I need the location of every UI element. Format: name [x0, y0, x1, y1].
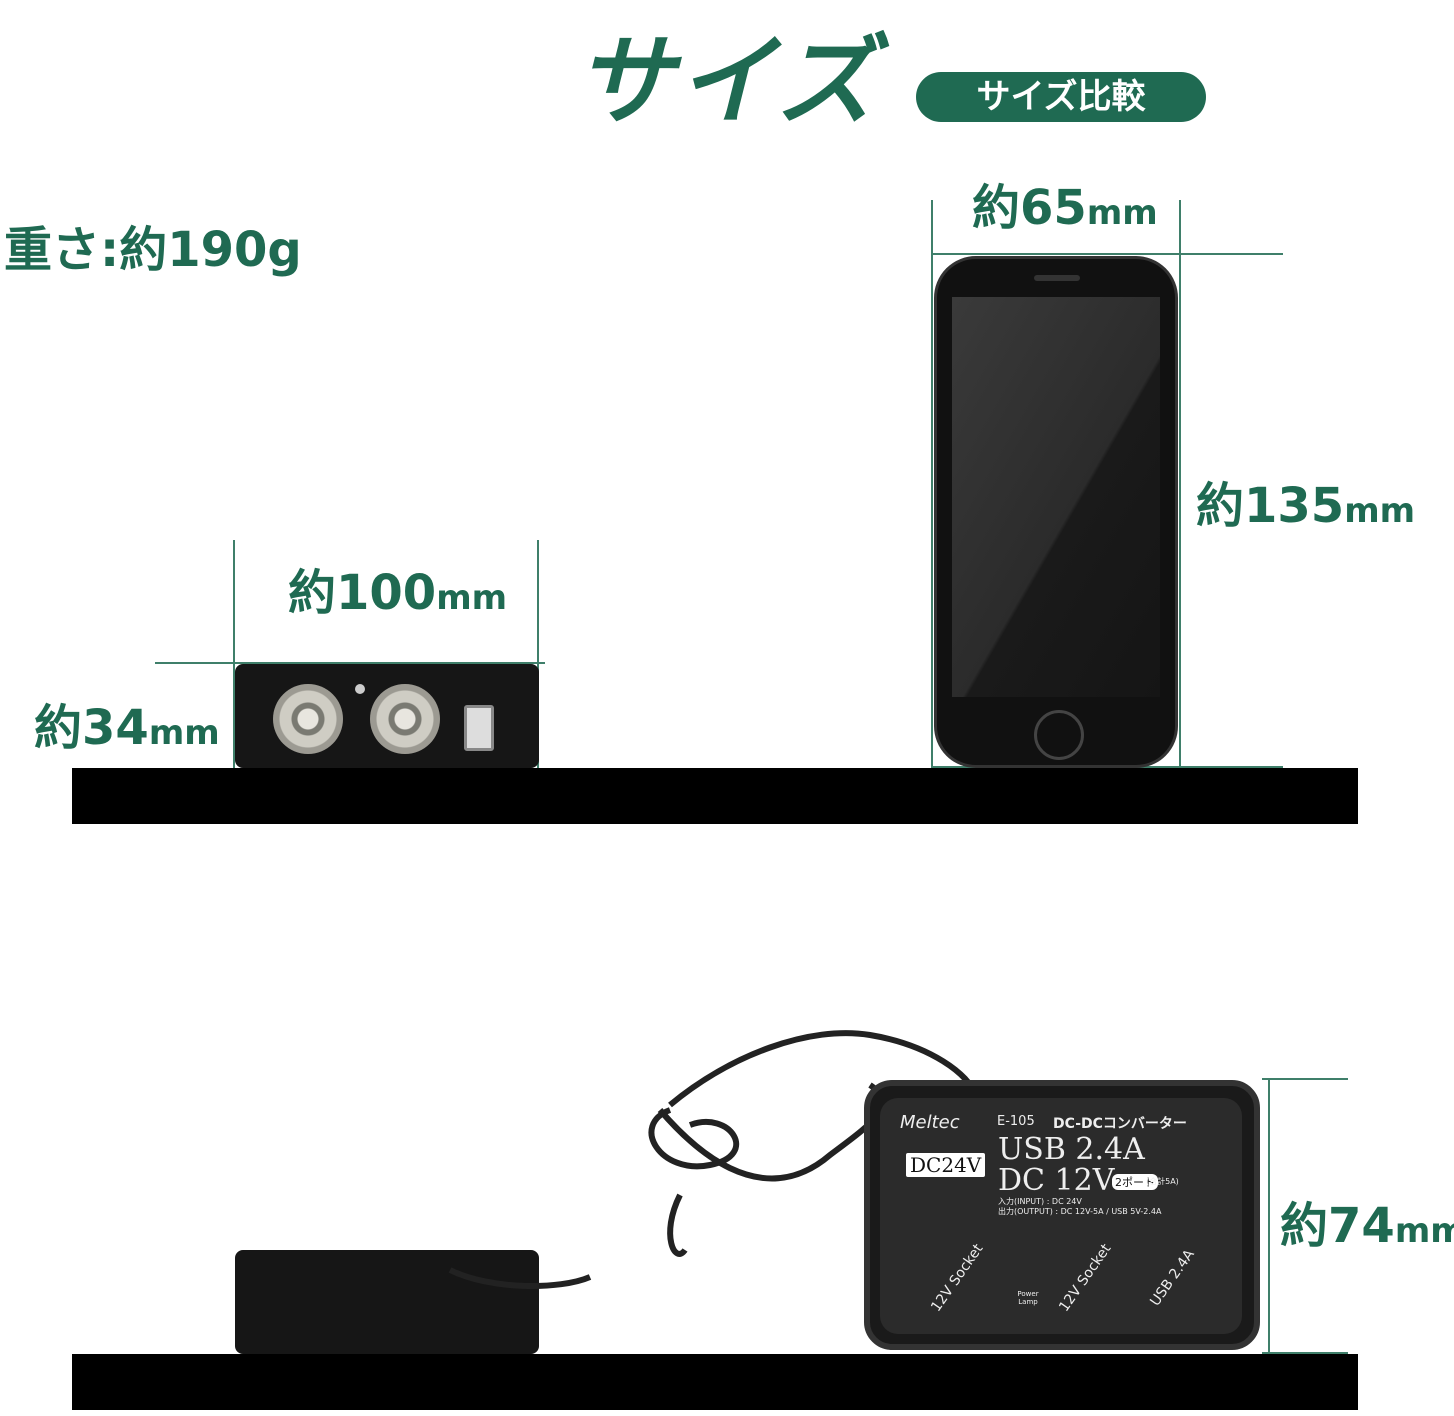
phone-dim-line-top	[931, 253, 1283, 255]
page-title: サイズ	[575, 25, 879, 139]
converter-side-view	[235, 1250, 539, 1354]
socket-right	[370, 684, 440, 754]
brand-logo: Meltec	[900, 1112, 960, 1133]
socket-left	[273, 684, 343, 754]
power-lamp-label: Power Lamp	[1017, 1290, 1039, 1306]
shelf-top	[72, 768, 1358, 824]
phone-width-dimension: 約65mm	[972, 180, 1158, 236]
ports-label: 2ポート	[1112, 1174, 1158, 1190]
ports-note: (合計5A)	[1146, 1177, 1179, 1186]
depth-dimension: 約74mm	[1280, 1198, 1454, 1254]
width-dimension: 約100mm	[288, 565, 508, 621]
height-dimension: 約34mm	[34, 700, 220, 756]
type-label: DC-DCコンバーター	[1053, 1116, 1187, 1132]
phone-speaker	[1034, 275, 1080, 281]
shelf-bottom	[72, 1354, 1358, 1410]
phone-home-button	[1034, 710, 1084, 760]
dc-rating: DC 12V	[998, 1163, 1115, 1198]
depth-dim-line-vertical	[1268, 1080, 1270, 1354]
input-badge: DC24V	[906, 1153, 986, 1177]
phone-dim-line-right	[1179, 200, 1181, 770]
phone-dim-line-left	[931, 200, 933, 770]
converter-panel	[880, 1098, 1242, 1334]
dim-line-left	[233, 540, 235, 770]
usb-port-icon	[464, 705, 494, 751]
depth-dim-line-bottom	[1262, 1352, 1348, 1354]
phone-screen	[952, 297, 1160, 697]
model-label: E-105	[997, 1114, 1035, 1129]
dim-line-right	[537, 540, 539, 770]
spec-input: 入力(INPUT) : DC 24V	[998, 1197, 1082, 1206]
spec-output: 出力(OUTPUT) : DC 12V-5A / USB 5V-2.4A	[998, 1207, 1162, 1216]
power-lamp-icon	[355, 684, 365, 694]
usb-rating: USB 2.4A	[998, 1132, 1145, 1167]
phone-height-dimension: 約135mm	[1196, 478, 1416, 534]
weight-label: 重さ:約190g	[4, 222, 302, 278]
dim-line-top	[155, 662, 545, 664]
size-compare-badge: サイズ比較	[916, 72, 1206, 122]
depth-dim-line-top	[1262, 1078, 1348, 1080]
